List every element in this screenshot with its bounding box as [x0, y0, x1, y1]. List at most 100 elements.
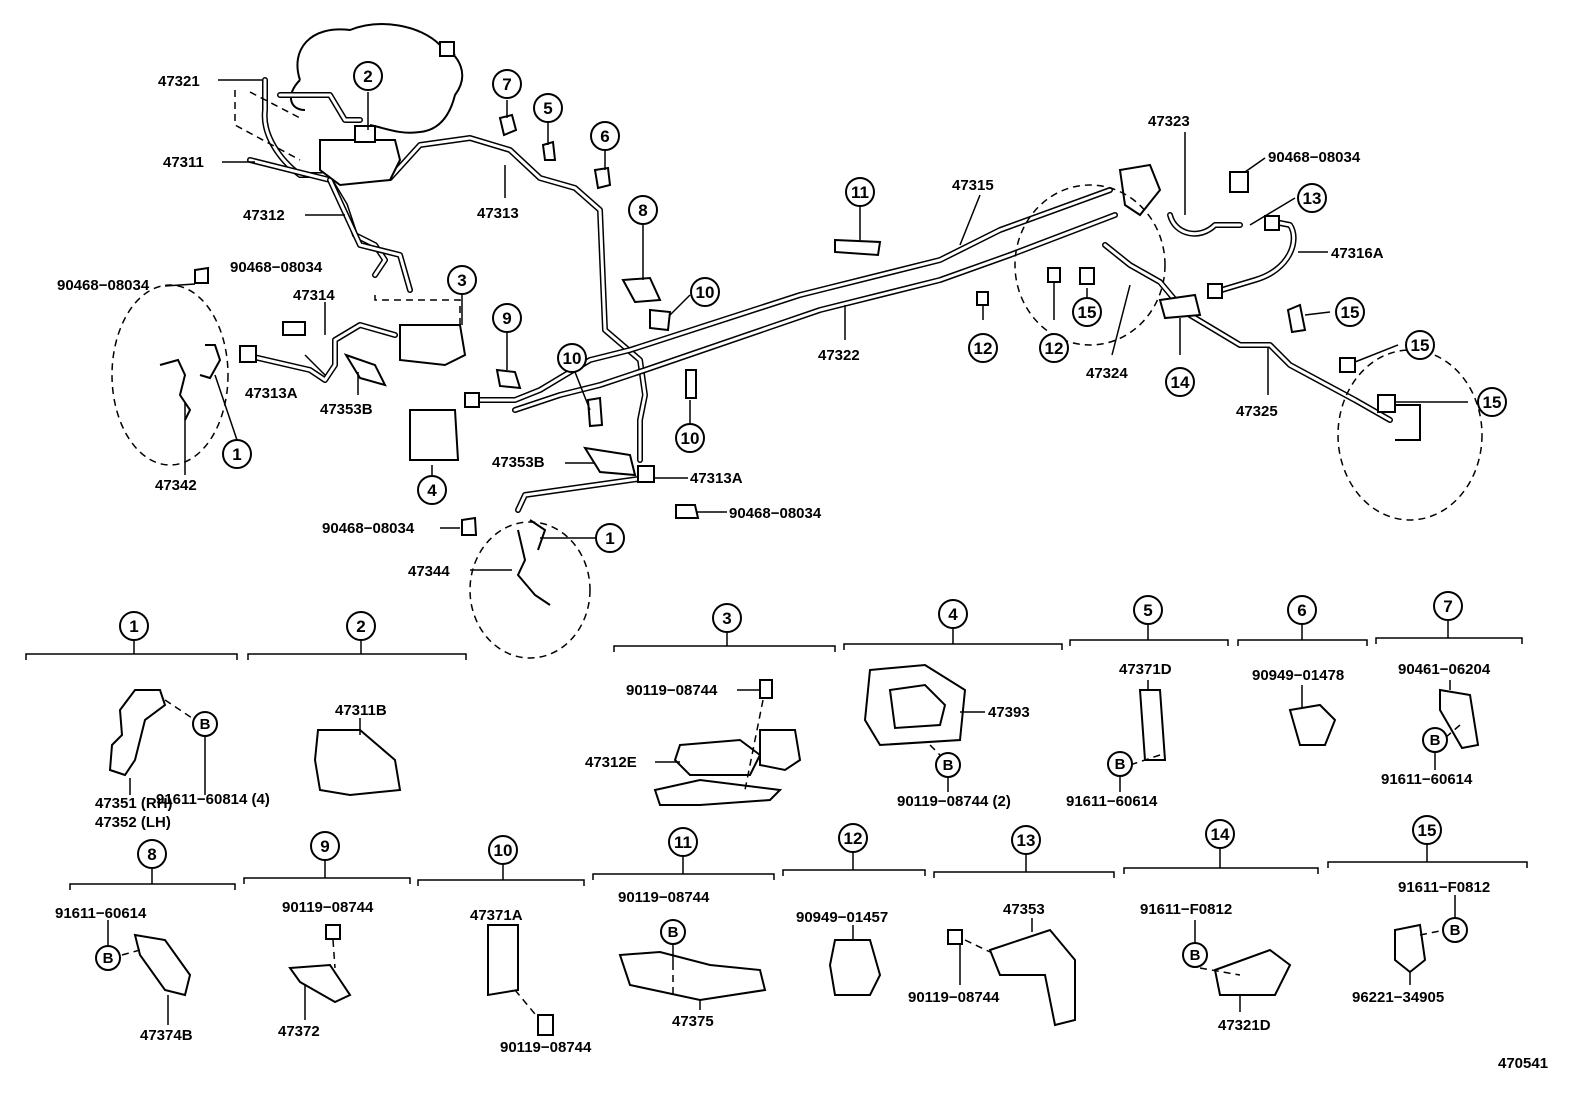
- callout-number: 3: [722, 609, 731, 628]
- callout-number: 6: [600, 127, 609, 146]
- callout-number: B: [1190, 947, 1201, 964]
- callout-number: 5: [543, 99, 552, 118]
- callout-15-group: [1412, 815, 1442, 845]
- label-91611-60814: 91611−60814 (4): [156, 791, 270, 808]
- bolt-marker-8: [95, 945, 121, 971]
- callout-number: 11: [674, 833, 692, 852]
- label-90468-c: 90468−08034: [729, 505, 822, 522]
- callout-number: 4: [427, 481, 437, 500]
- label-47314: 47314: [293, 287, 335, 304]
- label-91611-5: 91611−60614: [1066, 793, 1158, 810]
- callout-number: 1: [129, 617, 138, 636]
- label-90119-3: 90119−08744: [626, 682, 718, 699]
- callout-number: B: [103, 950, 114, 967]
- bolt-marker-14: [1182, 942, 1208, 968]
- callout-15-main-b: [1335, 297, 1365, 327]
- leader-lines: [164, 79, 1468, 571]
- callout-8-group: [137, 839, 167, 869]
- label-91611-7: 91611−60614: [1381, 771, 1473, 788]
- callout-12-main-b: [1039, 333, 1069, 363]
- callout-number: 7: [502, 75, 511, 94]
- callout-15-main-a: [1072, 297, 1102, 327]
- bolt-markers: B B B B B B B B: [95, 711, 1468, 971]
- callout-number: 10: [681, 429, 700, 448]
- callout-number: 12: [844, 829, 863, 848]
- callout-number: 12: [1045, 339, 1064, 358]
- callout-5-group: [1133, 595, 1163, 625]
- callout-number: B: [668, 924, 679, 941]
- label-90949-6: 90949−01478: [1252, 667, 1344, 684]
- label-47315: 47315: [952, 177, 994, 194]
- callout-number: 14: [1211, 825, 1230, 844]
- callout-number: 10: [563, 349, 582, 368]
- figure-number: 470541: [1498, 1055, 1548, 1072]
- bolt-marker-1: [192, 711, 218, 737]
- callout-1-main-b: [595, 523, 625, 553]
- callout-number: 13: [1303, 189, 1322, 208]
- callout-number: 12: [974, 339, 993, 358]
- callout-6-group: [1287, 595, 1317, 625]
- front-left-hose: [239, 322, 398, 383]
- label-47344: 47344: [408, 563, 450, 580]
- callout-9-main: [492, 303, 522, 333]
- bolt-marker-7: [1422, 727, 1448, 753]
- label-90119-13: 90119−08744: [908, 989, 1000, 1006]
- label-47351: 47351 (RH): [95, 795, 173, 812]
- label-47321D: 47321D: [1218, 1017, 1271, 1034]
- callout-2-group: [346, 611, 376, 641]
- callout-10-main-b: [557, 343, 587, 373]
- callout-9-group: [310, 831, 340, 861]
- callout-number: B: [1430, 732, 1441, 749]
- callout-3-group: [712, 603, 742, 633]
- label-91611-15: 91611−F0812: [1398, 879, 1490, 896]
- left-wheel-disc: [111, 284, 229, 466]
- callout-number: 7: [1443, 597, 1452, 616]
- callout-number: 15: [1418, 821, 1437, 840]
- callout-7-group: [1433, 591, 1463, 621]
- front-brake-lines: [234, 77, 648, 463]
- callout-number: 1: [605, 529, 614, 548]
- label-90119-4: 90119−08744 (2): [897, 793, 1011, 810]
- bolt-marker-4: [935, 752, 961, 778]
- callout-14-main: [1165, 367, 1195, 397]
- label-47371D: 47371D: [1119, 661, 1172, 678]
- callout-number: 4: [948, 605, 958, 624]
- label-47371A: 47371A: [470, 907, 523, 924]
- callout-number: 15: [1341, 303, 1360, 322]
- callout-7-main: [492, 69, 522, 99]
- callout-13-group: [1011, 825, 1041, 855]
- callout-number: 8: [638, 201, 647, 220]
- front-right-hose: [515, 465, 655, 513]
- callout-circles: 2 7 5 6 8 10 9 10 10 3 1 4 1 11 12 12 15…: [119, 61, 1507, 869]
- callout-number: 11: [851, 183, 869, 202]
- label-47312: 47312: [243, 207, 285, 224]
- label-90468-a: 90468−08034: [230, 259, 323, 276]
- label-47316A: 47316A: [1331, 245, 1384, 262]
- label-90119-11: 90119−08744: [618, 889, 710, 906]
- callout-number: 2: [363, 67, 372, 86]
- label-96221: 96221−34905: [1352, 989, 1444, 1006]
- main-rear-lines: [464, 187, 1118, 413]
- label-47322: 47322: [818, 347, 860, 364]
- label-91611-8: 91611−60614: [55, 905, 147, 922]
- label-47311: 47311: [163, 154, 204, 171]
- callout-number: B: [943, 757, 954, 774]
- callout-15-main-d: [1477, 387, 1507, 417]
- part-labels: 47321 47311 47312 47313 90468−08034 9046…: [55, 73, 1548, 1072]
- front-right-wheel-disc: [469, 519, 591, 659]
- callout-number: 1: [232, 445, 241, 464]
- label-47313: 47313: [477, 205, 519, 222]
- bolt-marker-5: [1107, 751, 1133, 777]
- callout-3-main: [447, 265, 477, 295]
- label-90119-10: 90119−08744: [500, 1039, 592, 1056]
- callout-number: B: [200, 716, 211, 733]
- label-91611-14: 91611−F0812: [1140, 901, 1232, 918]
- label-47375: 47375: [672, 1013, 714, 1030]
- small-clips: [194, 113, 1396, 536]
- callout-number: 2: [356, 617, 365, 636]
- label-47321: 47321: [158, 73, 200, 90]
- label-90119-9: 90119−08744: [282, 899, 374, 916]
- callout-12-group: [838, 823, 868, 853]
- callout-number: 14: [1171, 373, 1190, 392]
